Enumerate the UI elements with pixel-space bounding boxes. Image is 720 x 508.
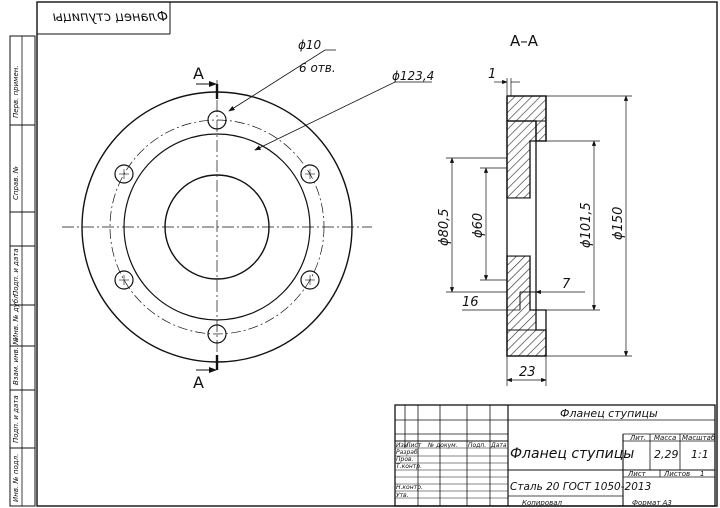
side-label: Инв. № дубл. (12, 292, 20, 340)
section-view (506, 95, 547, 357)
svg-text:Т.контр.: Т.контр. (396, 463, 422, 470)
svg-text:Пров.: Пров. (396, 456, 414, 463)
section-lower (506, 255, 547, 357)
dim-16: 16 (462, 295, 479, 310)
bolt-hole (300, 164, 320, 184)
title-top-name: Фланец ступицы (560, 407, 658, 420)
format-label: Формат А3 (632, 499, 672, 507)
title-material: Сталь 20 ГОСТ 1050-2013 (510, 481, 651, 493)
title-block (394, 404, 716, 507)
svg-text:Лист: Лист (405, 442, 422, 449)
pcd-leader (254, 81, 432, 151)
mass-value: 2,29 (654, 448, 679, 461)
side-label: Подп. и дата (12, 395, 20, 443)
sheets-value: 1 (700, 470, 704, 478)
title-doc-name: Фланец ступицы (510, 446, 634, 462)
bolt-holes (114, 110, 320, 344)
side-label: Перв. примен. (12, 65, 20, 118)
svg-text:Изм: Изм (396, 442, 409, 449)
side-label: Справ. № (12, 166, 20, 200)
svg-text:Разраб.: Разраб. (396, 449, 420, 456)
d101-dim: ϕ101,5 (579, 202, 594, 248)
svg-text:№ докум.: № докум. (427, 442, 458, 449)
d150-dim: ϕ150 (611, 207, 626, 240)
sheet-frame (9, 1, 718, 507)
hole-leader (228, 49, 336, 112)
sheet-label: Лист (627, 470, 647, 478)
pcd-label: ϕ123,4 (392, 69, 434, 83)
cut-letter-top: А (193, 64, 204, 83)
wall-dim: 1 (488, 67, 496, 82)
section-title: А–А (510, 32, 539, 50)
side-label: Подп. и дата (12, 248, 20, 296)
hole-dia-label: ϕ10 (298, 38, 322, 52)
bolt-hole (114, 270, 134, 290)
scale-value: 1:1 (691, 448, 709, 461)
side-label: Инв. № подл. (12, 454, 20, 502)
section-dimensions (446, 78, 632, 386)
title-headers: Изм Лист № докум. Подп. Дата (396, 442, 507, 449)
mass-label: Масса (654, 434, 676, 442)
side-labels: Перв. примен. Справ. № Подп. и дата Инв.… (12, 65, 20, 502)
sheets-label: Листов (663, 470, 690, 478)
header-stamp-text: Фланец ступицы (53, 10, 168, 25)
svg-text:Н.контр.: Н.контр. (396, 484, 423, 491)
svg-text:Утв.: Утв. (396, 492, 409, 499)
svg-text:Подп.: Подп. (468, 442, 486, 449)
svg-text:Дата: Дата (490, 442, 507, 449)
hole-count-label: 6 отв. (299, 61, 336, 75)
scale-label: Масштаб (682, 434, 716, 442)
bolt-hole (114, 164, 134, 184)
front-view (62, 49, 432, 373)
d80-dim: ϕ80,5 (437, 208, 452, 246)
bolt-hole (207, 110, 227, 130)
bolt-hole (300, 270, 320, 290)
bolt-hole (207, 324, 227, 344)
cut-letter-bottom: А (193, 373, 204, 392)
dim-7: 7 (562, 277, 571, 292)
lit-label: Лит. (629, 434, 646, 442)
dim-23: 23 (519, 365, 536, 380)
side-label: Взам. инв. № (12, 337, 20, 385)
copied-label: Копировал (522, 499, 563, 507)
d60-dim: ϕ60 (471, 213, 486, 238)
title-roles: Разраб. Пров. Т.контр. Н.контр. Утв. (396, 449, 423, 499)
